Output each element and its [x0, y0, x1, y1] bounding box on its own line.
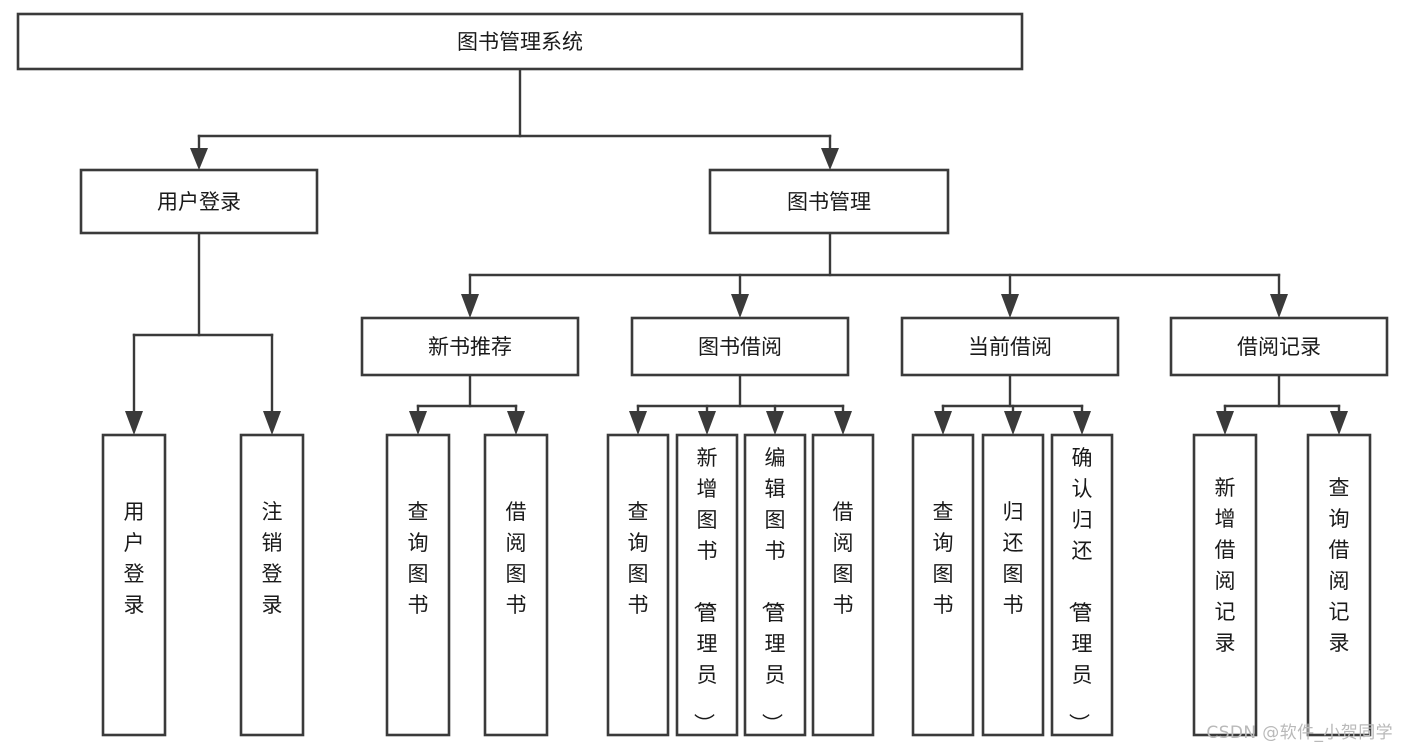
- arrow-head-leaf-rec-query: [409, 411, 427, 435]
- arrow-head-user-login: [190, 148, 208, 170]
- node-new-book-rec-box[interactable]: [360, 316, 580, 377]
- node-current-borrow[interactable]: 当前借阅: [900, 316, 1120, 377]
- arrow-head-book-manage: [821, 148, 839, 170]
- arrow-head-new-book-rec: [461, 294, 479, 318]
- node-leaf-borrow-query[interactable]: 查询图书: [606, 433, 670, 737]
- arrow-head-borrow-record: [1270, 294, 1288, 318]
- node-leaf-borrow-add-label: 新增图书（管理员）: [692, 446, 718, 734]
- node-leaf-user-login-box[interactable]: [101, 433, 167, 737]
- node-leaf-cur-confirm-label: 确认归还（管理员）: [1067, 446, 1093, 734]
- node-leaf-borrow-lend-box[interactable]: [811, 433, 875, 737]
- node-new-book-rec[interactable]: 新书推荐: [360, 316, 580, 377]
- node-book-manage-box[interactable]: [708, 168, 950, 235]
- connector-layer: [125, 67, 1348, 435]
- node-leaf-borrow-lend[interactable]: 借阅图书: [811, 433, 875, 737]
- arrow-head-leaf-cur-confirm: [1073, 411, 1091, 435]
- arrow-head-leaf-cur-query: [934, 411, 952, 435]
- node-new-book-rec-label: 新书推荐: [428, 335, 512, 359]
- node-book-manage-label: 图书管理: [787, 190, 871, 214]
- node-leaf-user-login-label: 用户登录: [124, 500, 145, 617]
- node-leaf-rec-borrow[interactable]: 借阅图书: [483, 433, 549, 737]
- node-leaf-cur-confirm[interactable]: 确认归还（管理员）: [1050, 433, 1114, 737]
- node-leaf-user-login[interactable]: 用户登录: [101, 433, 167, 737]
- node-book-manage[interactable]: 图书管理: [708, 168, 950, 235]
- arrow-head-leaf-user-logout: [263, 411, 281, 435]
- node-user-login[interactable]: 用户登录: [79, 168, 319, 235]
- node-borrow-record-label: 借阅记录: [1237, 335, 1321, 359]
- node-leaf-rec-search-box[interactable]: [1306, 433, 1372, 737]
- arrow-head-leaf-borrow-edit: [766, 411, 784, 435]
- arrow-head-current-borrow: [1001, 294, 1019, 318]
- node-leaf-rec-add-box[interactable]: [1192, 433, 1258, 737]
- node-leaf-rec-query-box[interactable]: [385, 433, 451, 737]
- node-root-label: 图书管理系统: [457, 30, 583, 54]
- node-user-login-label: 用户登录: [157, 190, 241, 214]
- node-leaf-borrow-query-box[interactable]: [606, 433, 670, 737]
- node-leaf-rec-borrow-box[interactable]: [483, 433, 549, 737]
- node-leaf-rec-search[interactable]: 查询借阅记录: [1306, 433, 1372, 737]
- node-leaf-cur-return-box[interactable]: [981, 433, 1045, 737]
- arrow-head-leaf-borrow-query: [629, 411, 647, 435]
- node-user-login-box[interactable]: [79, 168, 319, 235]
- arrow-head-leaf-rec-search: [1330, 411, 1348, 435]
- node-current-borrow-box[interactable]: [900, 316, 1120, 377]
- node-leaf-rec-borrow-label: 借阅图书: [506, 500, 527, 617]
- node-leaf-borrow-add[interactable]: 新增图书（管理员）: [675, 433, 739, 737]
- node-root-box[interactable]: [16, 12, 1024, 71]
- node-leaf-borrow-query-label: 查询图书: [628, 500, 649, 617]
- node-leaf-user-logout-box[interactable]: [239, 433, 305, 737]
- node-leaf-borrow-edit-box[interactable]: [743, 433, 807, 737]
- arrow-head-leaf-rec-add: [1216, 411, 1234, 435]
- watermark: CSDN @软件_小贺同学: [1206, 723, 1393, 743]
- node-leaf-rec-query[interactable]: 查询图书: [385, 433, 451, 737]
- arrow-head-leaf-user-login: [125, 411, 143, 435]
- node-leaf-cur-query[interactable]: 查询图书: [911, 433, 975, 737]
- node-leaf-borrow-lend-label: 借阅图书: [833, 500, 854, 617]
- node-leaf-cur-query-box[interactable]: [911, 433, 975, 737]
- node-leaf-rec-query-label: 查询图书: [408, 500, 429, 617]
- arrow-head-leaf-cur-return: [1004, 411, 1022, 435]
- node-leaf-borrow-edit[interactable]: 编辑图书（管理员）: [743, 433, 807, 737]
- arrow-head-leaf-rec-borrow: [507, 411, 525, 435]
- node-current-borrow-label: 当前借阅: [968, 335, 1052, 359]
- node-leaf-cur-confirm-box[interactable]: [1050, 433, 1114, 737]
- node-leaf-rec-search-label: 查询借阅记录: [1329, 476, 1350, 655]
- node-leaf-borrow-edit-label: 编辑图书（管理员）: [760, 446, 786, 734]
- node-leaf-rec-add[interactable]: 新增借阅记录: [1192, 433, 1258, 737]
- node-book-borrow[interactable]: 图书借阅: [630, 316, 850, 377]
- arrow-head-leaf-borrow-add: [698, 411, 716, 435]
- node-leaf-borrow-add-box[interactable]: [675, 433, 739, 737]
- node-leaf-cur-return-label: 归还图书: [1003, 500, 1024, 617]
- node-leaf-rec-add-label: 新增借阅记录: [1215, 476, 1236, 655]
- node-leaf-user-logout-label: 注销登录: [262, 500, 283, 617]
- node-leaf-cur-return[interactable]: 归还图书: [981, 433, 1045, 737]
- node-leaf-cur-query-label: 查询图书: [933, 500, 954, 617]
- node-book-borrow-box[interactable]: [630, 316, 850, 377]
- node-root[interactable]: 图书管理系统: [16, 12, 1024, 71]
- node-borrow-record[interactable]: 借阅记录: [1169, 316, 1389, 377]
- arrow-head-leaf-borrow-lend: [834, 411, 852, 435]
- arrow-head-book-borrow: [731, 294, 749, 318]
- node-book-borrow-label: 图书借阅: [698, 335, 782, 359]
- node-borrow-record-box[interactable]: [1169, 316, 1389, 377]
- node-leaf-user-logout[interactable]: 注销登录: [239, 433, 305, 737]
